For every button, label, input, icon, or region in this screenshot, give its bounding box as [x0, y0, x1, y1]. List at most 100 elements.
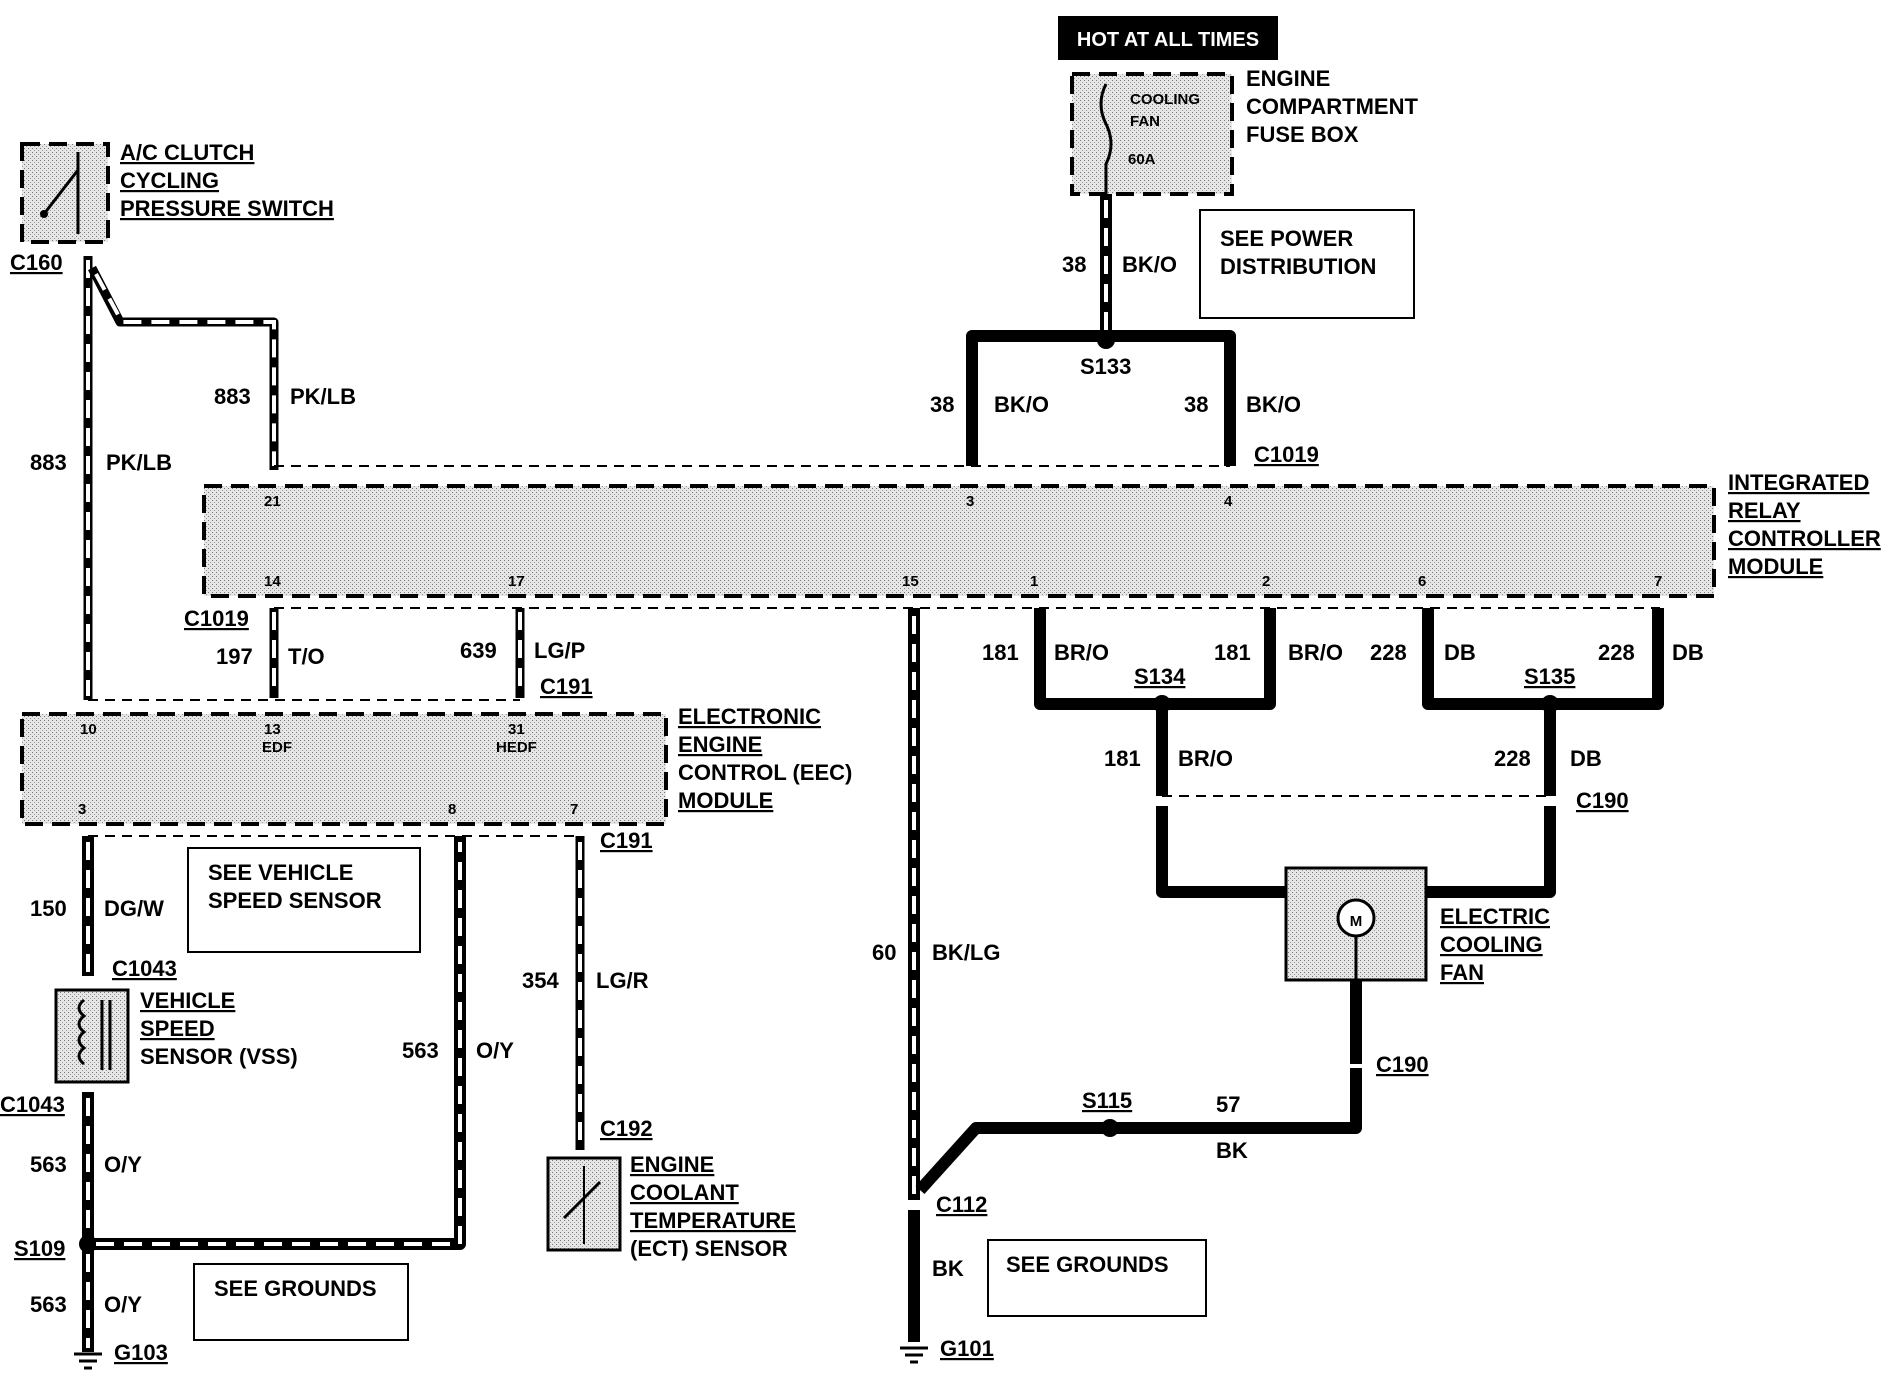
svg-text:21: 21 [264, 493, 281, 510]
splice-s135-label: S135 [1524, 664, 1575, 689]
svg-text:3: 3 [966, 493, 974, 510]
svg-text:15: 15 [902, 573, 919, 590]
connector-c192: C192 [600, 1116, 653, 1141]
wire-38-main-color: BK/O [1122, 252, 1177, 277]
wire-228-a-color: DB [1444, 640, 1476, 665]
fuse-box-title-1: ENGINE [1246, 66, 1330, 91]
svg-text:EDF: EDF [262, 739, 292, 756]
connector-c1043-bottom: C1043 [0, 1092, 65, 1117]
note-grounds-left: SEE GROUNDS [193, 1263, 409, 1341]
wire-57-color: BK [1216, 1138, 1248, 1163]
wire-228-c-circuit: 228 [1494, 746, 1531, 771]
wire-150-circuit: 150 [30, 896, 67, 921]
ac-switch-title-3: PRESSURE SWITCH [120, 196, 334, 221]
eec-module: 10 13 EDF 31 HEDF 3 8 7 [20, 712, 668, 826]
wire-bk-color: BK [932, 1256, 964, 1281]
wire-181-b-color: BR/O [1288, 640, 1343, 665]
fan-title-3: FAN [1440, 960, 1484, 985]
ect-sensor [546, 1156, 622, 1252]
svg-text:3: 3 [78, 801, 86, 818]
wire-181-b-circuit: 181 [1214, 640, 1251, 665]
svg-text:M: M [1350, 913, 1363, 930]
ect-title-2: COOLANT [630, 1180, 739, 1205]
svg-text:2: 2 [1262, 573, 1270, 590]
svg-text:FAN: FAN [1130, 113, 1160, 130]
note-grounds-right: SEE GROUNDS [987, 1239, 1207, 1317]
connector-c1019-left: C1019 [184, 606, 249, 631]
connector-c1043-top: C1043 [112, 956, 177, 981]
svg-text:7: 7 [1654, 573, 1662, 590]
eec-title-4: MODULE [678, 788, 773, 813]
svg-text:60A: 60A [1128, 151, 1156, 168]
note-vehicle-speed-sensor: SEE VEHICLE SPEED SENSOR [187, 847, 421, 953]
vss-title-2: SPEED [140, 1016, 215, 1041]
wire-57-circuit: 57 [1216, 1092, 1240, 1117]
ground-g101-icon [900, 1346, 928, 1364]
svg-text:SEE GROUNDS: SEE GROUNDS [1006, 1252, 1169, 1277]
vehicle-speed-sensor [54, 988, 130, 1084]
wire-228-b-circuit: 228 [1598, 640, 1635, 665]
splice-s133-label: S133 [1080, 354, 1131, 379]
svg-text:31: 31 [508, 721, 525, 738]
ground-g101-label: G101 [940, 1336, 994, 1361]
wire-38-left-color: BK/O [994, 392, 1049, 417]
splice-s115-label: S115 [1082, 1088, 1132, 1113]
splice-s115 [1101, 1119, 1119, 1137]
wire-883-a-circuit: 883 [30, 450, 67, 475]
svg-text:8: 8 [448, 801, 456, 818]
wire-57 [915, 1068, 1362, 1195]
splice-s134-label: S134 [1134, 664, 1186, 689]
svg-text:6: 6 [1418, 573, 1426, 590]
hot-at-all-times-banner: HOT AT ALL TIMES [1058, 16, 1278, 60]
wire-639-circuit: 639 [460, 638, 497, 663]
wire-563-b-circuit: 563 [402, 1038, 439, 1063]
fuse-icon [1099, 83, 1113, 194]
ground-g103-icon [74, 1352, 102, 1370]
fuse-box: COOLING FAN 60A [1070, 72, 1234, 196]
wire-fan-left [1156, 806, 1286, 898]
svg-text:SEE POWER: SEE POWER [1220, 226, 1353, 251]
wire-354-color: LG/R [596, 968, 649, 993]
ect-title-4: (ECT) SENSOR [630, 1236, 788, 1261]
ac-clutch-switch [20, 142, 110, 244]
wire-883-b-color: PK/LB [290, 384, 356, 409]
ground-g103-label: G103 [114, 1340, 168, 1365]
fuse-box-title-2: COMPARTMENT [1246, 94, 1418, 119]
svg-text:4: 4 [1224, 493, 1233, 510]
connector-c190-bottom: C190 [1376, 1052, 1429, 1077]
svg-text:7: 7 [570, 801, 578, 818]
connector-c191-a: C191 [540, 674, 593, 699]
fan-title-1: ELECTRIC [1440, 904, 1550, 929]
wire-38-branches [966, 330, 1236, 466]
wire-228-b-color: DB [1672, 640, 1704, 665]
wire-181-c-circuit: 181 [1104, 746, 1141, 771]
wire-563-c-circuit: 563 [30, 1292, 67, 1317]
svg-text:1: 1 [1030, 573, 1038, 590]
wire-639-color: LG/P [534, 638, 585, 663]
connector-c1019-top: C1019 [1254, 442, 1319, 467]
ircm-title-3: CONTROLLER [1728, 526, 1881, 551]
ac-switch-title-1: A/C CLUTCH [120, 140, 254, 165]
coil-icon [77, 998, 87, 1066]
vss-title-3: SENSOR (VSS) [140, 1044, 298, 1069]
wire-563-a-color: O/Y [104, 1152, 142, 1177]
eec-title-1: ELECTRONIC [678, 704, 821, 729]
eec-title-2: ENGINE [678, 732, 762, 757]
wire-563-b-color: O/Y [476, 1038, 514, 1063]
wire-181-c-color: BR/O [1178, 746, 1233, 771]
wire-38-main-circuit: 38 [1062, 252, 1086, 277]
fuse-box-title-3: FUSE BOX [1246, 122, 1359, 147]
svg-text:HOT AT ALL TIMES: HOT AT ALL TIMES [1077, 29, 1259, 51]
svg-text:SPEED SENSOR: SPEED SENSOR [208, 888, 382, 913]
switch-icon [42, 169, 80, 215]
thermistor-icon [562, 1180, 602, 1220]
svg-text:HEDF: HEDF [496, 739, 537, 756]
wire-883-b-circuit: 883 [214, 384, 251, 409]
connector-c160: C160 [10, 250, 63, 275]
svg-text:COOLING: COOLING [1130, 91, 1200, 108]
connector-c190-top: C190 [1576, 788, 1629, 813]
eec-title-3: CONTROL (EEC) [678, 760, 852, 785]
wire-38-left-circuit: 38 [930, 392, 954, 417]
integrated-relay-controller-module: 21 3 4 14 17 15 1 2 6 7 [202, 484, 1716, 598]
